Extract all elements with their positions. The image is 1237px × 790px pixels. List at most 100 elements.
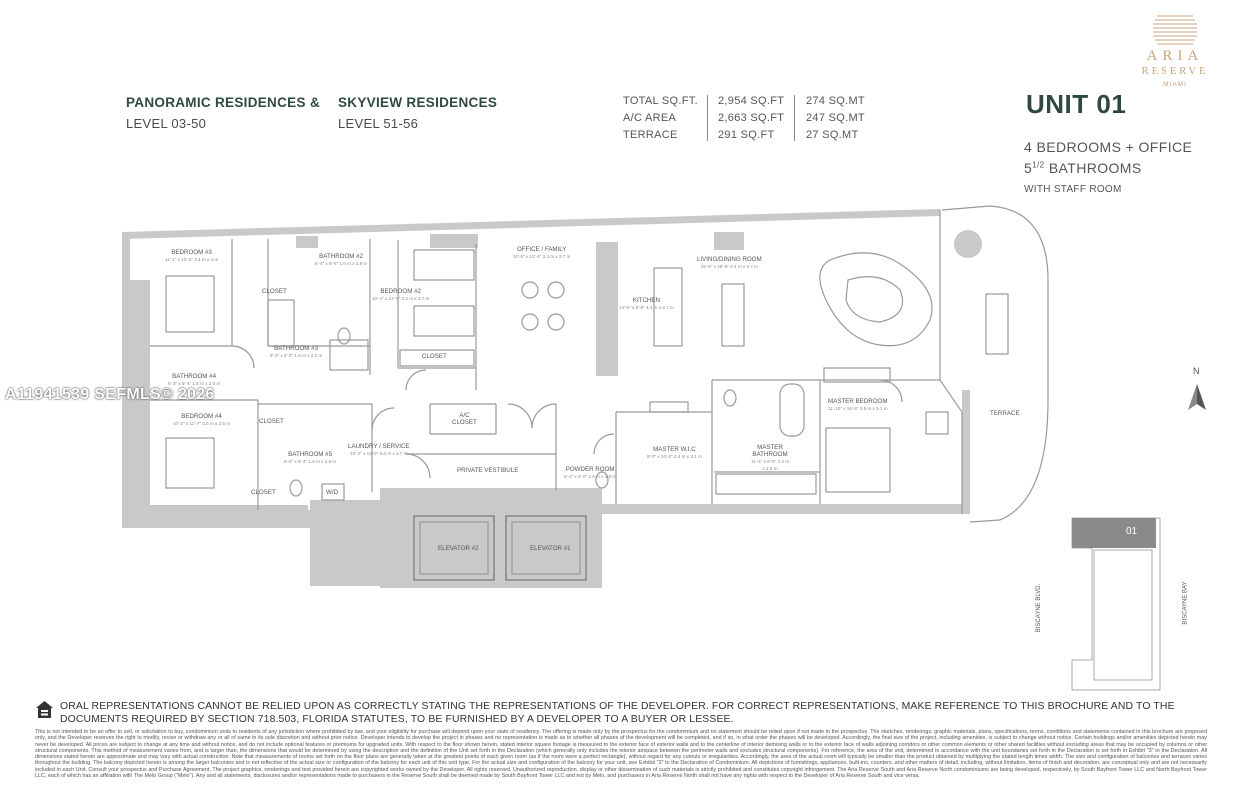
room-dim: 11'-10" x 16'-9" 3.6 m x 5.1 m <box>828 406 888 411</box>
area-label: TOTAL SQ.FT. <box>623 95 698 107</box>
room-name: BEDROOM #4 <box>181 413 222 420</box>
ampersand: & <box>310 95 321 110</box>
room-name: CLOSET <box>251 489 276 496</box>
collection-a-title: PANORAMIC RESIDENCES <box>126 95 306 110</box>
area-sqmt-value: 274 SQ.MT <box>806 95 865 107</box>
room-name: CLOSET <box>422 353 447 360</box>
area-table: TOTAL SQ.FT. A/C AREA TERRACE 2,954 SQ.F… <box>623 93 873 145</box>
room-dim: 10'-2" x 11'-7" 3.0 m x 3.5 m <box>173 421 231 426</box>
unit-title: UNIT 01 <box>1026 89 1127 119</box>
room-name: LIVING/DINING ROOM <box>697 256 762 263</box>
unit-bathrooms: 51/2 BATHROOMS <box>1024 160 1142 176</box>
brand-logo: ARIA RESERVE MIAMI <box>1135 12 1215 92</box>
column <box>714 232 744 250</box>
room-dim: 6'-6" x 8'-4" 1.9 m x 2.6 m <box>284 459 337 464</box>
north-compass <box>1188 384 1206 410</box>
room-vestibule: PRIVATE VESTIBULE <box>457 467 518 474</box>
area-sqmt: 274 SQ.MT 247 SQ.MT 27 SQ.MT <box>806 93 865 144</box>
room-wd: W/D <box>326 489 338 496</box>
key-plan <box>1071 517 1161 691</box>
logo-mark <box>1153 15 1197 45</box>
room-ac-closet: A/C CLOSET <box>452 412 477 426</box>
brand-reserve: RESERVE <box>1141 66 1209 77</box>
unit-bedrooms: 4 BEDROOMS + OFFICE <box>1024 139 1193 155</box>
room-name: ELEVATOR #1 <box>530 545 571 552</box>
area-sqmt-value: 247 SQ.MT <box>806 112 865 124</box>
area-label: A/C AREA <box>623 112 677 124</box>
disclaimer-fine: This is not intended to be an offer to s… <box>35 729 1207 780</box>
room-name: LAUNDRY / SERVICE <box>348 443 410 450</box>
column <box>296 236 318 248</box>
column <box>430 234 478 248</box>
room-dim: 5'-4" x 9'-6" 1.6 m x 2.9 m <box>315 261 368 266</box>
room-name: BEDROOM #3 <box>171 249 212 256</box>
room-elevator-2: ELEVATOR #2 <box>438 545 479 552</box>
mls-watermark: A11941539 SEFMLS© 2026 <box>5 386 215 403</box>
keyplan-street-left: BISCAYNE BLVD. <box>1036 583 1043 633</box>
room-name: BATHROOM #3 <box>274 345 319 352</box>
room-name: BATHROOM #4 <box>172 373 217 380</box>
bath-count: 5 <box>1024 160 1033 176</box>
unit-staff: WITH STAFF ROOM <box>1024 184 1122 195</box>
room-closet-3: CLOSET <box>259 418 284 425</box>
exterior-wall-top <box>122 209 940 239</box>
area-sqmt-value: 27 SQ.MT <box>806 129 859 141</box>
keyplan-unit: 01 <box>1126 526 1138 537</box>
room-name: ELEVATOR #2 <box>438 545 479 552</box>
room-closet-4: CLOSET <box>251 489 276 496</box>
room-name: MASTER BATHROOM <box>752 444 788 458</box>
area-sqft-value: 2,954 SQ.FT <box>718 95 785 107</box>
area-labels: TOTAL SQ.FT. A/C AREA TERRACE <box>623 93 698 144</box>
room-elevator-1: ELEVATOR #1 <box>530 545 571 552</box>
room-name: MASTER BEDROOM <box>828 398 888 405</box>
area-divider <box>794 95 795 141</box>
floor-plan <box>122 205 1206 691</box>
room-name: CLOSET <box>259 418 284 425</box>
room-dim: 5'-3" x 8'-4" 1.6 m x 2.6 m <box>168 381 221 386</box>
compass-label: N <box>1193 366 1200 376</box>
core-wall <box>310 500 380 586</box>
room-dim: 10'-6" x 12'-4" 3.3 m x 3.7 m <box>513 254 571 259</box>
room-name: A/C CLOSET <box>452 412 477 426</box>
room-dim: 14'-6" x 8'-9" 4.4 m x 2.7 m <box>619 305 674 310</box>
terrace-outline <box>941 205 1049 523</box>
kitchen-counter <box>596 242 618 376</box>
room-name: TERRACE <box>990 410 1020 417</box>
equal-housing-icon <box>35 700 54 719</box>
room-name: W/D <box>326 489 339 496</box>
room-name: BEDROOM #2 <box>380 288 421 295</box>
room-name: BATHROOM #2 <box>319 253 364 260</box>
room-name: OFFICE / FAMILY <box>516 246 567 253</box>
room-name: BATHROOM #5 <box>288 451 333 458</box>
room-closet-1: CLOSET <box>262 288 287 295</box>
area-sqft-value: 291 SQ.FT <box>718 129 775 141</box>
room-name: POWDER ROOM <box>565 466 615 473</box>
collection-b-title: SKYVIEW RESIDENCES <box>338 95 498 110</box>
column <box>122 505 308 513</box>
room-closet-2: CLOSET <box>422 353 447 360</box>
room-dim: 10'-4" x 12'-6" 3.2 m x 3.7 m <box>372 296 430 301</box>
bath-word: BATHROOMS <box>1048 160 1142 176</box>
room-dim: 11'-4" x 8'-5" 3.4 m x 2.6 m <box>750 459 790 471</box>
level-a: LEVEL 03-50 <box>126 116 207 131</box>
area-sqft-value: 2,663 SQ.FT <box>718 112 785 124</box>
area-divider <box>707 95 708 141</box>
room-dim: 15'-9" x 28'-9" 4.4 m x 8.7 m <box>700 264 758 269</box>
exterior-wall-bottom-right <box>602 504 970 514</box>
room-name: KITCHEN <box>632 297 660 304</box>
disclaimer-main: ORAL REPRESENTATIONS CANNOT BE RELIED UP… <box>60 701 1175 725</box>
